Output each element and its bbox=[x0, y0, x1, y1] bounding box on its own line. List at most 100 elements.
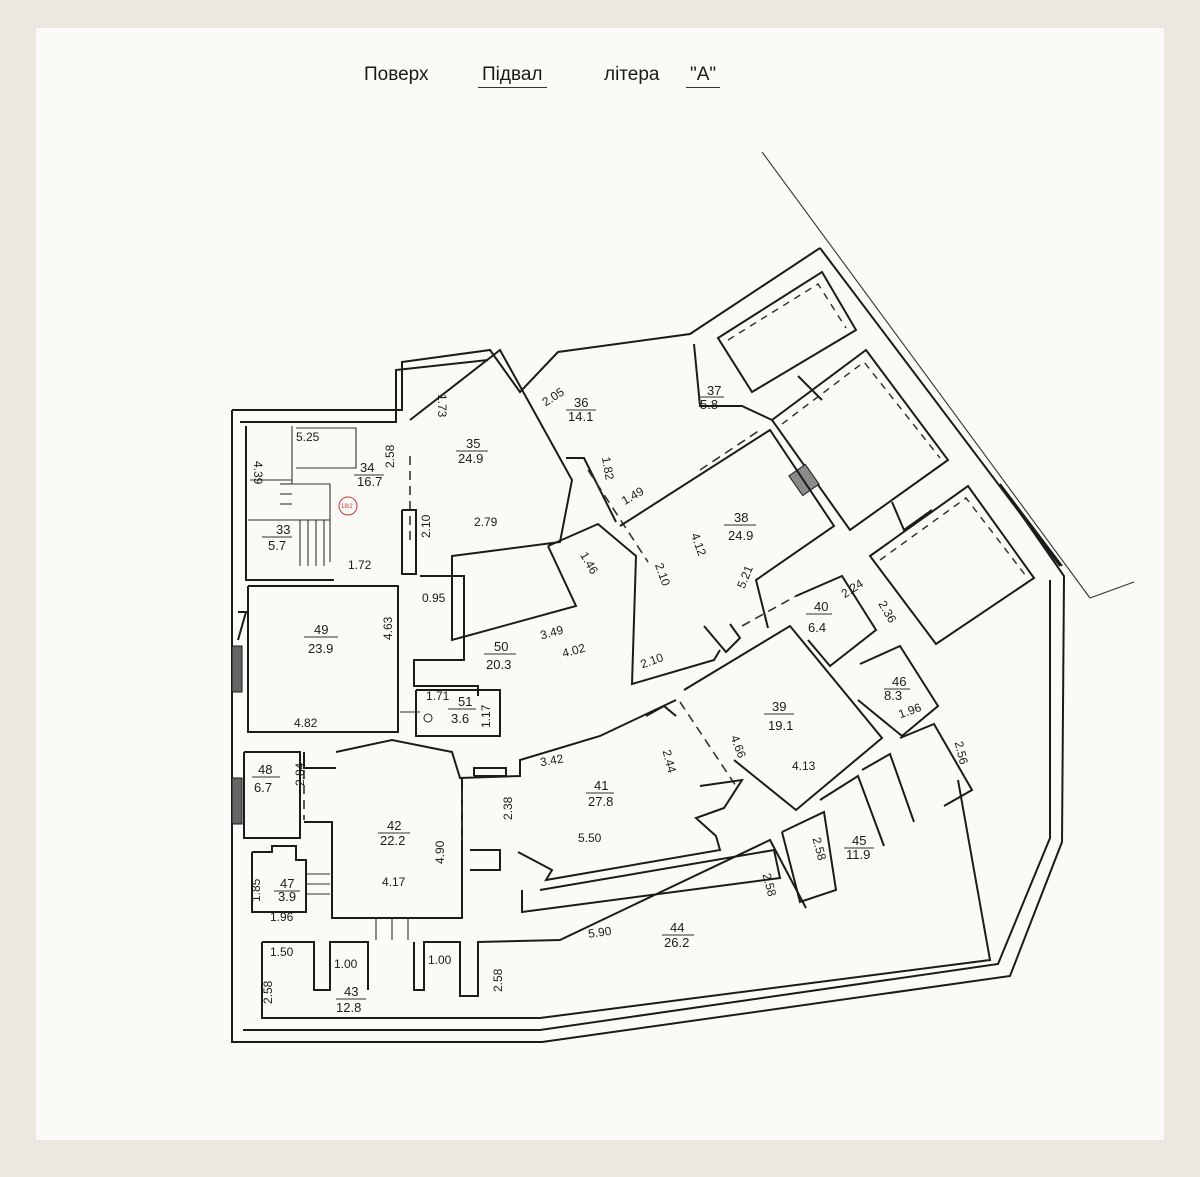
svg-text:48: 48 bbox=[258, 762, 272, 777]
svg-text:3.6: 3.6 bbox=[451, 711, 469, 726]
room-48: 486.7 bbox=[252, 762, 280, 795]
dimension-labels: 5.25 4.39 2.58 1.73 2.10 1.72 2.05 1.82 … bbox=[249, 385, 971, 1004]
svg-text:2.84: 2.84 bbox=[293, 762, 307, 786]
svg-text:2.56: 2.56 bbox=[952, 740, 971, 766]
svg-text:2.58: 2.58 bbox=[261, 980, 275, 1004]
svg-text:23.9: 23.9 bbox=[308, 641, 333, 656]
svg-text:46: 46 bbox=[892, 674, 906, 689]
svg-text:2.24: 2.24 bbox=[839, 576, 866, 601]
room-40: 406.4 bbox=[806, 599, 832, 635]
drawing-sheet bbox=[36, 28, 1164, 1140]
svg-text:1.46: 1.46 bbox=[577, 549, 601, 577]
svg-text:4.66: 4.66 bbox=[728, 733, 749, 760]
svg-text:22.2: 22.2 bbox=[380, 833, 405, 848]
svg-text:3.42: 3.42 bbox=[539, 751, 565, 769]
svg-text:1.85: 1.85 bbox=[249, 878, 263, 902]
svg-text:24.9: 24.9 bbox=[728, 528, 753, 543]
svg-text:2.10: 2.10 bbox=[419, 514, 433, 538]
central-rooms bbox=[303, 348, 884, 919]
svg-text:27.8: 27.8 bbox=[588, 794, 613, 809]
room-50: 50 20.3 bbox=[484, 639, 516, 672]
svg-text:5.8: 5.8 bbox=[700, 397, 718, 412]
svg-text:20.3: 20.3 bbox=[486, 657, 511, 672]
svg-text:33: 33 bbox=[276, 522, 290, 537]
svg-text:36: 36 bbox=[574, 395, 588, 410]
svg-text:49: 49 bbox=[314, 622, 328, 637]
svg-text:8.3: 8.3 bbox=[884, 688, 902, 703]
svg-text:1.82: 1.82 bbox=[599, 456, 617, 482]
plan-header: Поверх Підвал літера "А" bbox=[0, 64, 1200, 90]
svg-text:2.58: 2.58 bbox=[383, 444, 397, 468]
svg-text:1.50: 1.50 bbox=[270, 945, 294, 959]
svg-text:6.7: 6.7 bbox=[254, 780, 272, 795]
room-51: 513.6 bbox=[448, 694, 476, 726]
svg-text:37: 37 bbox=[707, 383, 721, 398]
room-33: 335.7 bbox=[262, 522, 292, 553]
svg-text:4.02: 4.02 bbox=[561, 641, 587, 661]
svg-text:4.82: 4.82 bbox=[294, 716, 318, 730]
svg-text:2.58: 2.58 bbox=[491, 968, 505, 992]
svg-text:26.2: 26.2 bbox=[664, 935, 689, 950]
svg-text:50: 50 bbox=[494, 639, 508, 654]
svg-text:14.1: 14.1 bbox=[568, 409, 593, 424]
svg-text:4.90: 4.90 bbox=[433, 840, 447, 864]
svg-text:1.96: 1.96 bbox=[270, 910, 294, 924]
svg-text:2.10: 2.10 bbox=[638, 650, 665, 671]
svg-text:16.7: 16.7 bbox=[357, 474, 382, 489]
svg-text:34: 34 bbox=[360, 460, 374, 475]
svg-text:45: 45 bbox=[852, 833, 866, 848]
south-rooms bbox=[261, 644, 992, 1019]
svg-text:39: 39 bbox=[772, 699, 786, 714]
svg-text:2.36: 2.36 bbox=[875, 598, 899, 626]
svg-text:5.25: 5.25 bbox=[296, 430, 320, 444]
svg-text:1.73: 1.73 bbox=[435, 394, 449, 418]
svg-text:12.8: 12.8 bbox=[336, 1000, 361, 1015]
svg-text:3.49: 3.49 bbox=[539, 623, 565, 643]
svg-text:24.9: 24.9 bbox=[458, 451, 483, 466]
svg-text:4.63: 4.63 bbox=[381, 616, 395, 640]
svg-text:2.05: 2.05 bbox=[540, 385, 567, 410]
letter-value: "А" bbox=[686, 64, 721, 88]
svg-text:4.13: 4.13 bbox=[792, 759, 816, 773]
svg-text:47: 47 bbox=[280, 876, 294, 891]
outer-walls bbox=[231, 151, 1135, 1043]
svg-text:4.12: 4.12 bbox=[688, 531, 709, 558]
svg-text:1.49: 1.49 bbox=[619, 484, 647, 508]
room-39: 39 19.1 bbox=[764, 699, 794, 733]
svg-text:2.10: 2.10 bbox=[652, 561, 673, 588]
svg-text:40: 40 bbox=[814, 599, 828, 614]
svg-text:41: 41 bbox=[594, 778, 608, 793]
svg-text:0.95: 0.95 bbox=[422, 591, 446, 605]
svg-text:38: 38 bbox=[734, 510, 748, 525]
svg-text:1.00: 1.00 bbox=[428, 953, 452, 967]
svg-text:6.4: 6.4 bbox=[808, 620, 826, 635]
svg-text:2.44: 2.44 bbox=[660, 748, 680, 774]
svg-text:5.7: 5.7 bbox=[268, 538, 286, 553]
svg-text:5.90: 5.90 bbox=[587, 924, 612, 941]
svg-text:19.1: 19.1 bbox=[768, 718, 793, 733]
svg-text:1.00: 1.00 bbox=[334, 957, 358, 971]
svg-text:3.9: 3.9 bbox=[278, 889, 296, 904]
svg-text:1.96: 1.96 bbox=[896, 700, 923, 721]
svg-text:5.50: 5.50 bbox=[578, 831, 602, 845]
room-46: 468.3 bbox=[884, 674, 910, 703]
letter-label: літера bbox=[604, 64, 660, 85]
floor-value: Підвал bbox=[478, 64, 547, 88]
floor-label: Поверх bbox=[364, 64, 429, 85]
room-47: 473.9 bbox=[274, 876, 300, 904]
svg-text:1.17: 1.17 bbox=[479, 704, 493, 728]
svg-text:18/2: 18/2 bbox=[341, 504, 353, 510]
svg-text:5.21: 5.21 bbox=[734, 563, 756, 590]
room-49: 49 23.9 bbox=[304, 622, 338, 656]
svg-text:2.58: 2.58 bbox=[809, 836, 829, 862]
